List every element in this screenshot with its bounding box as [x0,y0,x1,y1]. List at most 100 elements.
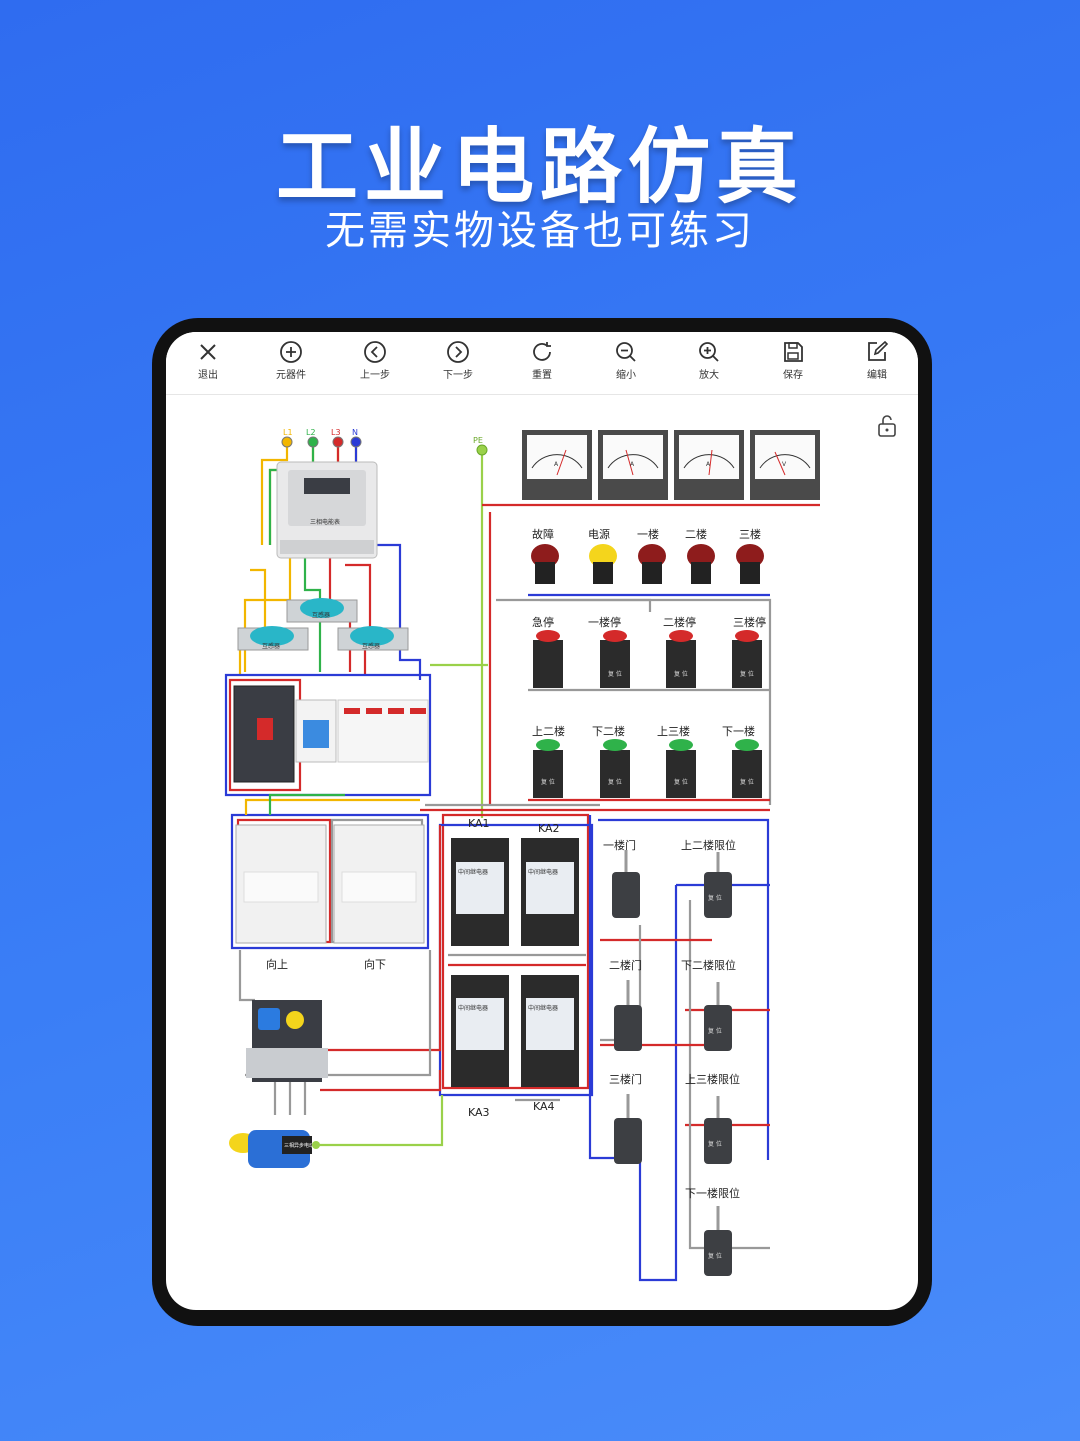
hero-title: 工业电路仿真 [275,120,804,215]
lamp-label: 一楼 [637,527,659,541]
lamp-label: 三楼 [739,527,761,541]
terminal-n[interactable] [350,436,362,448]
relay-label: KA2 [538,822,560,835]
edit-icon [868,340,889,361]
limit-body-tag: 复 位 [708,1140,722,1148]
relay-ka3[interactable]: 中间继电器 [451,975,509,1087]
contactor-label: 向上 [266,957,288,971]
relay-ka2[interactable]: 中间继电器 [521,838,579,946]
limit-switch-up-2[interactable] [704,852,732,918]
contactor-label: 向下 [364,957,386,971]
hero-subtitle: 无需实物设备也可练习 [325,208,755,254]
relays: 中间继电器 中间继电器 中间继电器 中间继电器 KA1 KA2 KA3 KA4 [451,817,579,1119]
terminal-l1[interactable] [281,436,293,448]
terminal-l3[interactable] [332,436,344,448]
limit-switch-label: 上三楼限位 [685,1072,740,1086]
prev-step-button[interactable]: 上一步 [345,340,405,390]
door-switch-floor-1[interactable] [612,850,640,918]
call-down-2-button[interactable] [600,739,630,798]
limit-body-tag: 复 位 [708,1027,722,1035]
zoom-out-button[interactable]: 缩小 [596,340,656,390]
relay-label: KA1 [468,817,490,830]
limit-switch-up-3[interactable] [704,1096,732,1164]
relay-type-label: 中间继电器 [458,1004,488,1012]
limit-switch-down-2[interactable] [704,982,732,1051]
limit-switch-label: 下二楼限位 [681,958,736,972]
reset-label: 重置 [532,370,552,381]
terminal-pe[interactable] [476,444,488,456]
lamp-label: 电源 [588,527,610,541]
components-button[interactable]: 元器件 [261,340,321,390]
thermal-relay[interactable] [246,1000,328,1082]
reset-tag: 复 位 [674,778,688,786]
limit-switches: 上二楼限位 下二楼限位 上三楼限位 下一楼限位 复 位 复 位 复 位 复 位 [681,838,740,1276]
gauge-unit: A [630,461,635,468]
call-up-2-button[interactable] [533,739,563,798]
edit-button[interactable]: 编辑 [847,340,907,390]
call-up-3-button[interactable] [666,739,696,798]
components-label: 元器件 [276,370,306,381]
call-label: 上三楼 [657,724,690,738]
relay-ka1[interactable]: 中间继电器 [451,838,509,946]
exit-label: 退出 [198,370,218,381]
limit-switch-down-1[interactable] [704,1206,732,1276]
terminal-l2[interactable] [307,436,319,448]
ammeter-2: A [598,430,668,500]
contactors: 向上 向下 [235,824,425,971]
transformer-label: 互感器 [312,611,330,619]
zoom-in-icon [699,342,719,362]
chevron-right-circle-icon [447,341,469,363]
next-step-button[interactable]: 下一步 [428,340,488,390]
call-label: 上二楼 [532,724,565,738]
next-step-label: 下一步 [443,370,473,381]
emergency-stop-button[interactable] [533,630,563,688]
call-label: 下一楼 [722,724,755,738]
door-switch-floor-3[interactable] [614,1094,642,1164]
breaker-block[interactable] [233,685,429,783]
reset-button[interactable]: 重置 [512,340,572,390]
lamp-floor-2 [687,544,715,584]
reset-tag: 复 位 [608,670,622,678]
door-switch-floor-2[interactable] [614,980,642,1051]
limit-body-tag: 复 位 [708,1252,722,1260]
call-down-1-button[interactable] [732,739,762,798]
motor[interactable]: 三相异步电动机 [229,1130,320,1168]
stop-floor-1-button[interactable] [600,630,630,688]
circuit-canvas[interactable]: L1 L2 L3 N PE 三相电能表 互感器 互感器 [166,394,918,1310]
lamp-floor-3 [736,544,764,584]
phase-label: L3 [331,428,341,437]
relay-label: KA3 [468,1106,490,1119]
limit-switch-label: 上二楼限位 [681,838,736,852]
relay-type-label: 中间继电器 [528,868,558,876]
relay-type-label: 中间继电器 [458,868,488,876]
lamp-label: 二楼 [685,527,707,541]
current-transformers: 互感器 互感器 互感器 [237,598,409,651]
unlock-icon [878,415,896,437]
exit-button[interactable]: 退出 [178,340,238,390]
relay-type-label: 中间继电器 [528,1004,558,1012]
door-switch-label: 三楼门 [609,1072,642,1086]
stop-floor-3-button[interactable] [732,630,762,688]
transformer-label: 互感器 [262,642,280,650]
ammeter-3: A [674,430,744,500]
refresh-icon [533,342,551,361]
zoom-out-icon [616,342,636,362]
contactor-down[interactable] [333,824,425,944]
stop-floor-2-button[interactable] [666,630,696,688]
save-button[interactable]: 保存 [763,340,823,390]
gauge-unit: A [554,461,559,468]
door-switches: 一楼门 二楼门 三楼门 [603,838,642,1164]
contactor-up[interactable] [235,824,327,944]
save-icon [784,342,803,362]
zoom-in-button[interactable]: 放大 [679,340,739,390]
lamp-floor-1 [638,544,666,584]
call-buttons: 上二楼 下二楼 上三楼 下一楼 复 位 复 位 复 位 复 位 [532,724,762,798]
limit-switch-label: 下一楼限位 [685,1186,740,1200]
call-label: 下二楼 [592,724,625,738]
app-screen: 退出 元器件 上一步 下一步 重置 缩小 放大 保存 [166,332,918,1310]
relay-ka4[interactable]: 中间继电器 [521,975,579,1087]
lock-toggle[interactable] [876,414,898,442]
ammeter-1: A [522,430,592,500]
energy-meter[interactable]: 三相电能表 [276,461,378,559]
transformer-label: 互感器 [362,642,380,650]
